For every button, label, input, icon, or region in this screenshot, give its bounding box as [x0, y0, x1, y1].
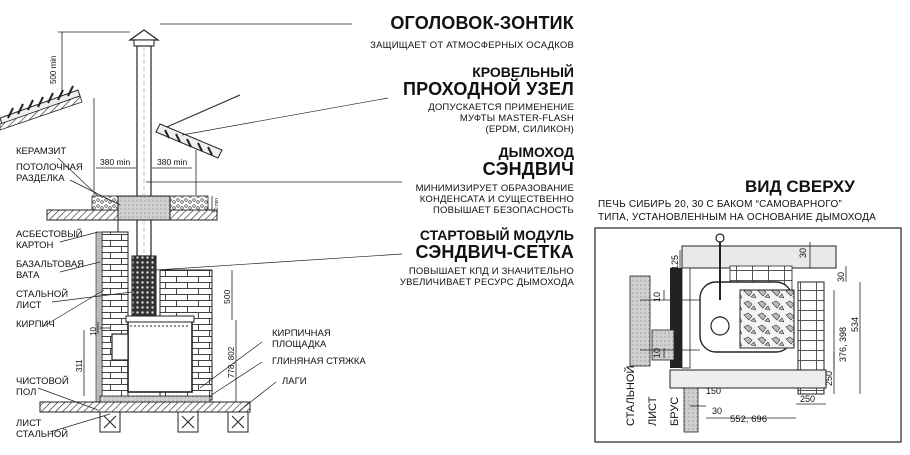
leader-lines [37, 23, 403, 433]
label-bazalt-2: ВАТА [16, 270, 40, 281]
tv-label-stal-2: ЛИСТ [647, 396, 659, 426]
dim-500min: 500 min [49, 56, 58, 84]
tv-dim-376-398: 376, 398 [838, 327, 848, 362]
stove [111, 315, 195, 393]
top-view [594, 227, 902, 443]
tv-dim-150: 150 [706, 386, 721, 396]
krovelny-desc-2: МУФТЫ MASTER-FLASH [459, 113, 574, 124]
dymohod-desc-3: ПОВЫШАЕТ БЕЗОПАСНОСТЬ [432, 205, 574, 216]
label-kirpich: КИРПИЧ [16, 319, 55, 330]
starter-title-1: СТАРТОВЫЙ МОДУЛЬ [419, 227, 574, 243]
dim-500: 500 [222, 290, 232, 304]
dim-380a: 380 min [100, 157, 131, 167]
label-keramzit: КЕРАМЗИТ [16, 146, 67, 157]
label-chist-1: ЧИСТОВОЙ [16, 376, 69, 387]
ogolovok-title: ОГОЛОВОК-ЗОНТИК [390, 13, 574, 33]
tv-dim-10b: 10 [652, 348, 662, 358]
tv-dim-250-bottom: 250 [800, 394, 815, 404]
tv-label-stal-1: СТАЛЬНОЙ [624, 366, 637, 426]
label-potolochnaya-2: РАЗДЕЛКА [16, 173, 65, 184]
dymohod-title-1: ДЫМОХОД [498, 144, 574, 160]
ogolovok-desc: ЗАЩИЩАЕТ ОТ АТМОСФЕРНЫХ ОСАДКОВ [370, 40, 574, 51]
label-list-1: ЛИСТ [16, 418, 42, 429]
tv-dim-10a: 10 [652, 292, 662, 302]
floor [39, 395, 251, 433]
krovelny-title-2: ПРОХОДНОЙ УЗЕЛ [403, 79, 574, 99]
top-view-caption-2: ТИПА, УСТАНОВЛЕННЫМ НА ОСНОВАНИЕ ДЫМОХОД… [598, 212, 876, 223]
label-asbest-1: АСБЕСТОВЫЙ [16, 229, 83, 240]
label-kirp-1: КИРПИЧНАЯ [272, 328, 331, 339]
starter-desc-2: УВЕЛИЧИВАЕТ РЕСУРС ДЫМОХОДА [399, 277, 574, 288]
krovelny-desc-1: ДОПУСКАЕТСЯ ПРИМЕНЕНИЕ [428, 102, 574, 113]
roof-right [93, 94, 241, 195]
tv-label-brus: БРУС [669, 397, 681, 426]
dim-70min: 70 min [214, 198, 220, 213]
tv-dim-250-right: 250 [824, 371, 834, 386]
tv-dim-30-bottom: 30 [712, 406, 722, 416]
label-list-2: СТАЛЬНОЙ [16, 429, 69, 440]
starter-desc-1: ПОВЫШАЕТ КПД И ЗНАЧИТЕЛЬНО [408, 266, 574, 277]
label-stal-2: ЛИСТ [16, 300, 42, 311]
ceiling [46, 195, 218, 232]
label-stal-1: СТАЛЬНОЙ [16, 289, 69, 300]
roof-left [0, 85, 83, 131]
chimney-pipe [128, 29, 160, 317]
dymohod-desc-2: КОНДЕНСАТА И СУЩЕСТВЕННО [419, 194, 574, 205]
tv-dim-534: 534 [850, 317, 860, 332]
label-kirp-2: ПЛОЩАДКА [272, 339, 327, 350]
label-lagi: ЛАГИ [282, 376, 307, 387]
tv-dim-30-top: 30 [798, 248, 808, 258]
label-asbest-2: КАРТОН [16, 240, 54, 251]
krovelny-desc-3: (EPDM, СИЛИКОН) [485, 124, 574, 135]
dymohod-title-2: СЭНДВИЧ [482, 159, 574, 179]
dymohod-desc-1: МИНИМИЗИРУЕТ ОБРАЗОВАНИЕ [415, 183, 574, 194]
tv-dim-125: 125 [670, 255, 680, 270]
label-bazalt-1: БАЗАЛЬТОВАЯ [16, 259, 85, 270]
label-potolochnaya-1: ПОТОЛОЧНАЯ [16, 162, 83, 173]
top-view-title: ВИД СВЕРХУ [745, 177, 855, 196]
dim-380b: 380 min [157, 157, 188, 167]
starter-title-2: СЭНДВИЧ-СЕТКА [415, 242, 574, 262]
krovelny-title-1: КРОВЕЛЬНЫЙ [472, 64, 574, 80]
tv-dim-552-696: 552, 696 [730, 414, 767, 425]
dim-10: 10 [89, 327, 98, 336]
dim-311: 311 [75, 359, 84, 372]
top-view-caption: ПЕЧЬ СИБИРЬ 20, 30 С БАКОМ “САМОВАРНОГО”… [598, 200, 898, 223]
top-view-caption-1: ПЕЧЬ СИБИРЬ 20, 30 С БАКОМ “САМОВАРНОГО” [598, 199, 842, 210]
label-glina: ГЛИНЯНАЯ СТЯЖКА [272, 356, 366, 367]
label-chist-2: ПОЛ [16, 387, 37, 398]
tv-dim-30-right: 30 [836, 272, 846, 282]
dim-778-802: 778, 802 [227, 346, 236, 378]
